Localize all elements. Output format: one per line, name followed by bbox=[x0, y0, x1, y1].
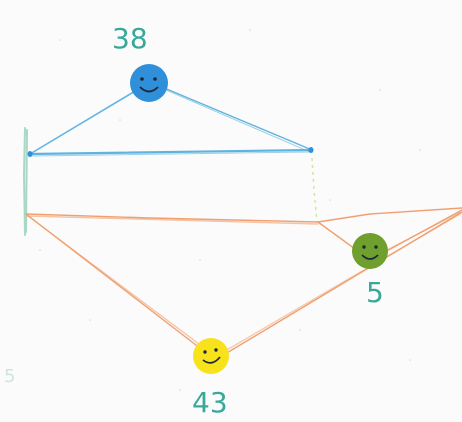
blue-triangle bbox=[28, 81, 314, 157]
eye-icon bbox=[140, 77, 144, 81]
margin-mark: 5 bbox=[4, 366, 15, 387]
yellow-sticker-label: 43 bbox=[192, 386, 228, 419]
orange-shape bbox=[25, 207, 462, 361]
eye-icon bbox=[214, 348, 218, 352]
left-vertical-line bbox=[22, 127, 28, 236]
blue-sticker-label: 38 bbox=[112, 22, 148, 55]
eye-icon bbox=[362, 245, 366, 249]
eye-icon bbox=[153, 77, 157, 81]
smile-icon bbox=[139, 86, 159, 93]
yellow-smiley-sticker bbox=[193, 338, 229, 374]
smile-icon bbox=[202, 356, 221, 364]
paper-texture bbox=[39, 29, 421, 391]
blue-line-end-marks bbox=[27, 147, 314, 157]
eye-icon bbox=[374, 245, 378, 249]
smile-icon bbox=[361, 254, 379, 260]
right-dashed-connector bbox=[311, 157, 318, 223]
blue-smiley-sticker bbox=[130, 64, 168, 102]
green-sticker-label: 5 bbox=[366, 276, 384, 309]
green-smiley-sticker bbox=[352, 233, 388, 269]
eye-icon bbox=[203, 350, 207, 354]
